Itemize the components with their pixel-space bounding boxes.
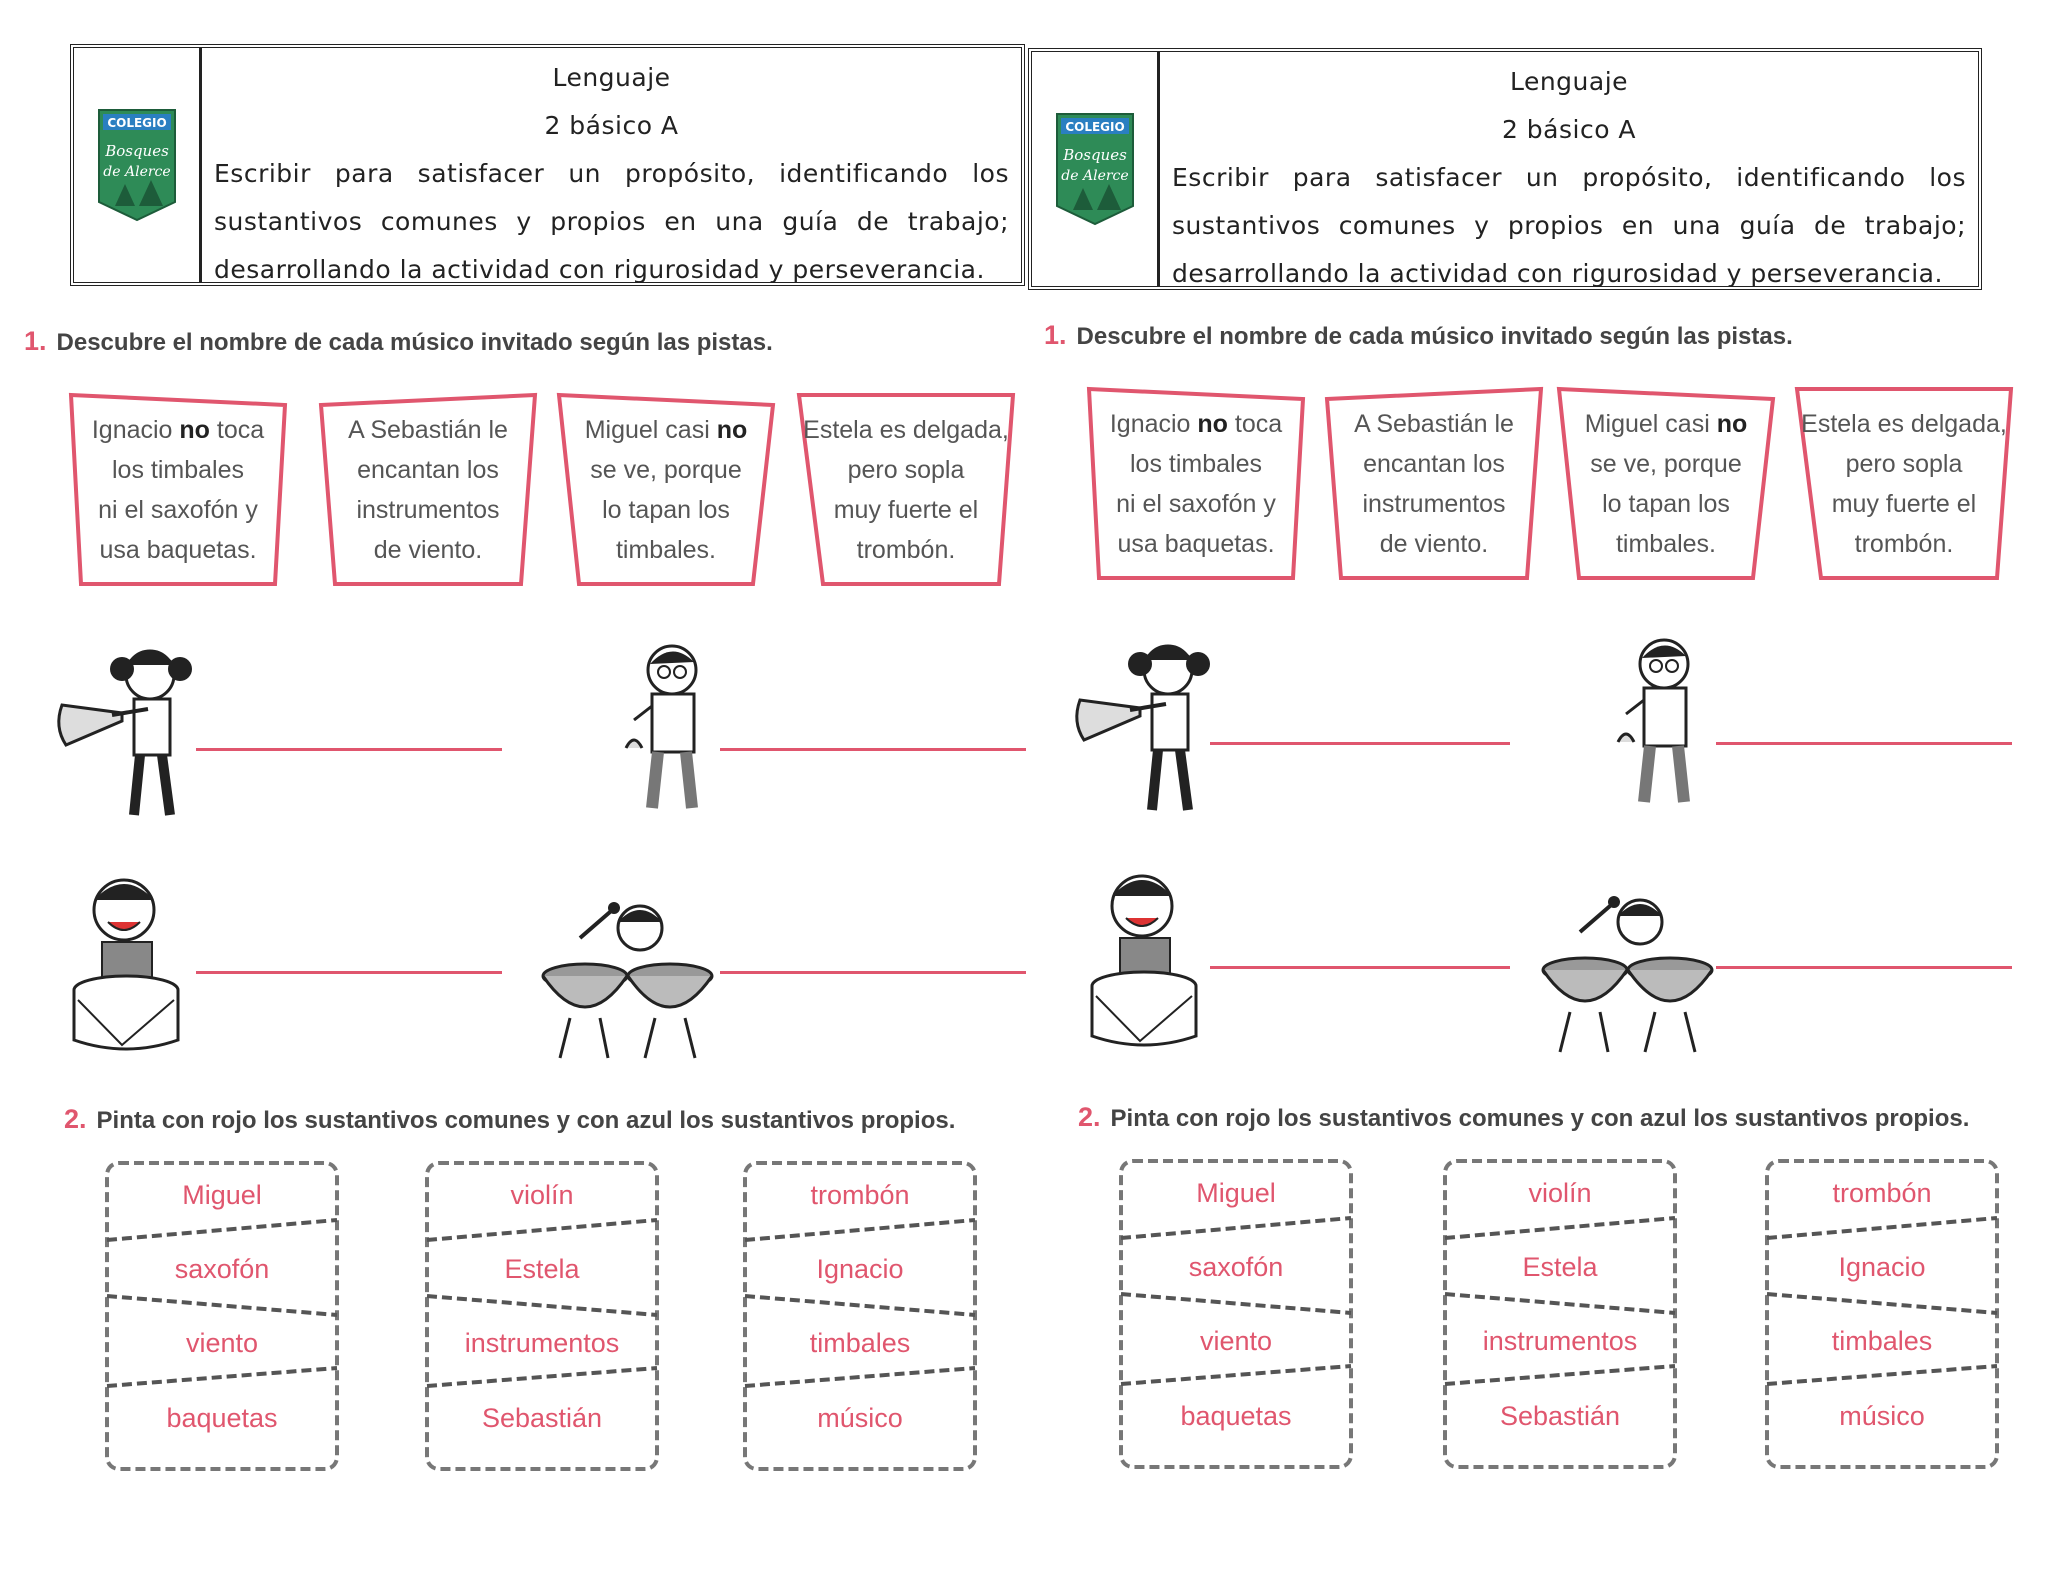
answer-line[interactable] xyxy=(196,748,502,751)
exercise1-instruction: Descubre el nombre de cada músico invita… xyxy=(1076,323,1793,350)
word-cell[interactable]: violín xyxy=(1528,1178,1592,1208)
word-cell[interactable]: músico xyxy=(1839,1401,1925,1431)
word-cell[interactable]: violín xyxy=(510,1180,574,1210)
word-cell[interactable]: timbales xyxy=(809,1328,911,1358)
school-logo: COLEGIO Bosques de Alerce xyxy=(1053,110,1137,228)
school-logo: COLEGIO Bosques de Alerce xyxy=(95,106,179,224)
word-card: violín Estela instrumentos Sebastián xyxy=(1442,1158,1678,1473)
word-cell[interactable]: Miguel xyxy=(182,1180,262,1210)
exercise1-instruction: Descubre el nombre de cada músico invita… xyxy=(56,329,773,356)
header-text: Lenguaje 2 básico A Escribir para satisf… xyxy=(1160,52,1978,288)
word-cell[interactable]: saxofón xyxy=(174,1254,270,1284)
answer-line[interactable] xyxy=(1210,742,1510,745)
exercise2-instruction: Pinta con rojo los sustantivos comunes y… xyxy=(96,1107,956,1134)
trombone-girl-illustration xyxy=(1070,630,1230,824)
word-cell[interactable]: Ignacio xyxy=(1838,1252,1926,1282)
drum-boy-illustration xyxy=(1080,866,1210,1060)
word-cell[interactable]: Ignacio xyxy=(816,1254,904,1284)
exercise1-number: 1. xyxy=(24,326,47,356)
timpani-boy-illustration xyxy=(540,888,720,1067)
exercise2-number: 2. xyxy=(64,1104,87,1134)
subject-label: Lenguaje xyxy=(1509,67,1629,96)
svg-text:Bosques: Bosques xyxy=(1062,146,1127,164)
exercise1-title: 1. Descubre el nombre de cada músico invi… xyxy=(24,326,773,357)
drum-boy-illustration xyxy=(62,870,192,1064)
subject-label: Lenguaje xyxy=(552,63,671,92)
header-box: COLEGIO Bosques de Alerce Lenguaje 2 bás… xyxy=(70,44,1025,286)
exercise1-number: 1. xyxy=(1044,320,1067,350)
trumpet-boy-illustration xyxy=(1604,630,1714,819)
word-cell[interactable]: trombón xyxy=(810,1180,910,1210)
timpani-boy-illustration xyxy=(1540,882,1720,1061)
objective-text: Escribir para satisfacer un propósito, i… xyxy=(1172,163,1966,288)
trumpet-boy-illustration xyxy=(612,636,722,825)
word-card: trombón Ignacio timbales músico xyxy=(742,1160,978,1475)
trombone-girl-illustration xyxy=(52,635,212,829)
svg-text:de Alerce: de Alerce xyxy=(1061,168,1128,184)
exercise2-title: 2. Pinta con rojo los sustantivos comunes… xyxy=(1078,1102,1969,1133)
word-cell[interactable]: Miguel xyxy=(1196,1178,1276,1208)
answer-line[interactable] xyxy=(720,971,1026,974)
word-card: trombón Ignacio timbales músico xyxy=(1764,1158,2000,1473)
grade-label: 2 básico A xyxy=(544,111,679,140)
svg-text:Bosques: Bosques xyxy=(104,142,169,160)
exercise2-number: 2. xyxy=(1078,1102,1101,1132)
word-cell[interactable]: Sebastián xyxy=(1499,1401,1621,1431)
word-cell[interactable]: baquetas xyxy=(1180,1401,1292,1431)
word-card: Miguel saxofón viento baquetas xyxy=(104,1160,340,1475)
svg-text:COLEGIO: COLEGIO xyxy=(1065,120,1124,134)
objective-text: Escribir para satisfacer un propósito, i… xyxy=(214,159,1009,284)
exercise1-title: 1. Descubre el nombre de cada músico invi… xyxy=(1044,320,1793,351)
header-text: Lenguaje 2 básico A Escribir para satisf… xyxy=(202,48,1021,284)
exercise2-instruction: Pinta con rojo los sustantivos comunes y… xyxy=(1110,1105,1970,1132)
answer-line[interactable] xyxy=(720,748,1026,751)
word-cell[interactable]: baquetas xyxy=(166,1403,278,1433)
grade-label: 2 básico A xyxy=(1501,115,1637,144)
word-cell[interactable]: saxofón xyxy=(1188,1252,1284,1282)
word-card: Miguel saxofón viento baquetas xyxy=(1118,1158,1354,1473)
answer-line[interactable] xyxy=(1716,966,2012,969)
word-cell[interactable]: Estela xyxy=(504,1254,580,1284)
word-cell[interactable]: Estela xyxy=(1522,1252,1598,1282)
answer-line[interactable] xyxy=(1210,966,1510,969)
word-cell[interactable]: trombón xyxy=(1832,1178,1932,1208)
word-cell[interactable]: timbales xyxy=(1831,1326,1933,1356)
worksheet-left: COLEGIO Bosques de Alerce Lenguaje 2 bás… xyxy=(24,44,1026,1475)
word-cell[interactable]: instrumentos xyxy=(464,1328,620,1358)
logo-cell: COLEGIO Bosques de Alerce xyxy=(1032,52,1160,286)
worksheet-right: COLEGIO Bosques de Alerce Lenguaje 2 bás… xyxy=(1024,0,2048,1582)
header-box: COLEGIO Bosques de Alerce Lenguaje 2 bás… xyxy=(1028,48,1982,290)
exercise2-title: 2. Pinta con rojo los sustantivos comunes… xyxy=(64,1104,955,1135)
logo-cell: COLEGIO Bosques de Alerce xyxy=(74,48,202,282)
answer-line[interactable] xyxy=(1716,742,2012,745)
word-cell[interactable]: instrumentos xyxy=(1482,1326,1638,1356)
svg-text:de Alerce: de Alerce xyxy=(103,164,170,180)
word-cell[interactable]: músico xyxy=(817,1403,903,1433)
word-cell[interactable]: viento xyxy=(1199,1326,1273,1356)
word-cell[interactable]: viento xyxy=(185,1328,259,1358)
word-card: violín Estela instrumentos Sebastián xyxy=(424,1160,660,1475)
svg-text:COLEGIO: COLEGIO xyxy=(107,116,166,130)
answer-line[interactable] xyxy=(196,971,502,974)
word-cell[interactable]: Sebastián xyxy=(481,1403,603,1433)
